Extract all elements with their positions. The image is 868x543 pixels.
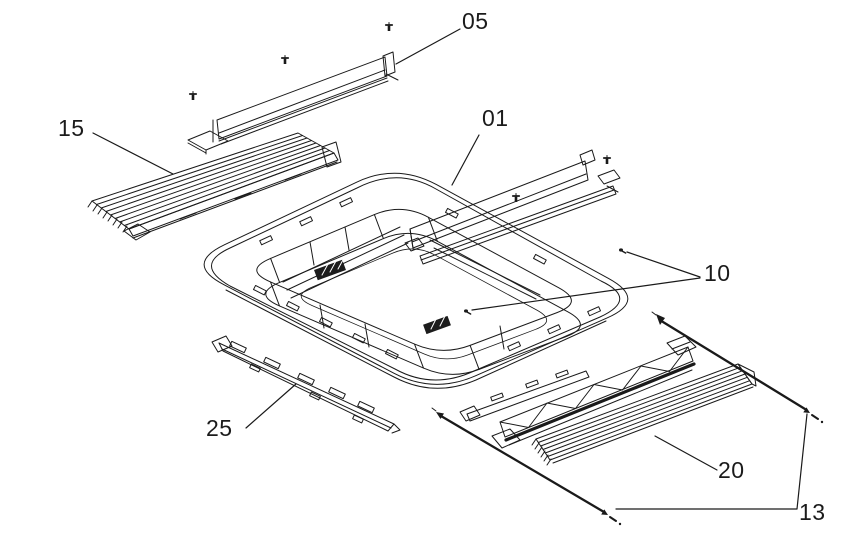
- part-15-finned-rail: [87, 132, 342, 241]
- leader-10a: [626, 251, 701, 278]
- part-05-deflector-blade: [187, 21, 399, 155]
- part-label-01: 01: [482, 105, 509, 131]
- leader-05: [395, 28, 461, 65]
- part-01-frame: [203, 172, 629, 389]
- part-label-15: 15: [58, 115, 85, 141]
- frame-crossbar-blade: [404, 149, 621, 265]
- part-label-13: 13: [799, 499, 826, 525]
- part-label-25: 25: [206, 415, 233, 441]
- part-13-cables: [431, 311, 824, 526]
- leader-25: [245, 383, 297, 429]
- part-label-05: 05: [462, 8, 489, 34]
- part-20-rail-group: [459, 335, 757, 466]
- part-label-20: 20: [718, 457, 745, 483]
- part-label-10: 10: [704, 260, 731, 286]
- leader-13: [615, 413, 808, 510]
- leader-lines: [92, 28, 808, 510]
- part-25-clip-strip: [211, 335, 401, 434]
- leader-10b: [471, 277, 701, 311]
- leader-20: [654, 435, 718, 471]
- leader-01: [451, 134, 480, 186]
- leader-15: [92, 132, 174, 175]
